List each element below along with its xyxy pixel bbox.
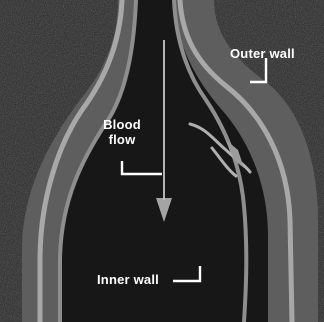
inner-wall-label: Inner wall bbox=[97, 272, 159, 287]
blood-flow-label-line1: Blood bbox=[94, 117, 150, 132]
blood-flow-label-line2: flow bbox=[94, 132, 150, 147]
outer-wall-label: Outer wall bbox=[230, 46, 295, 61]
blood-flow-label: Blood flow bbox=[94, 117, 150, 147]
